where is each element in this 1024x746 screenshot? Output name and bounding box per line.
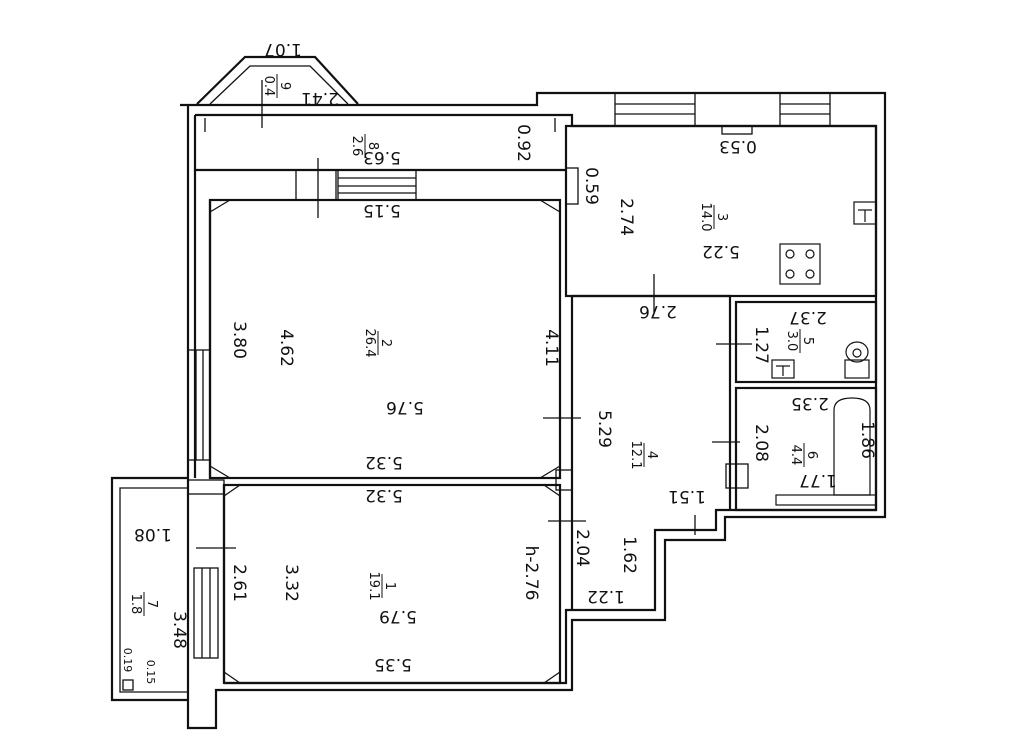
- room-number: 5: [800, 337, 815, 345]
- dim-room1-bottom: 5.35: [374, 654, 412, 674]
- room-number: 3: [714, 213, 729, 221]
- room-label-3: 314.0: [698, 203, 729, 232]
- dimension-labels: 1.07 2.41 5.63 0.92 5.15 3.80 4.62 4.11 …: [121, 39, 877, 684]
- dim-bath-width: 2.35: [791, 393, 829, 413]
- dim-room1-outer: 2.61: [229, 564, 249, 602]
- dim-room1-mid: 5.79: [379, 606, 417, 626]
- dim-wc-depth: 1.27: [751, 326, 771, 364]
- room-label-2: 226.4: [362, 329, 393, 358]
- room-number: 7: [144, 600, 159, 608]
- room-area: 4.4: [788, 445, 803, 466]
- room-area: 3.0: [784, 331, 799, 352]
- room-area: 0.4: [261, 76, 276, 97]
- room-area: 26.4: [362, 329, 377, 358]
- outer-walls: [180, 91, 887, 730]
- room-area: 12.1: [628, 441, 643, 470]
- dim-hall-bottom: 1.22: [587, 586, 625, 606]
- dim-loggia7-small-a: 0.19: [121, 648, 134, 673]
- hall-outline: [570, 294, 749, 610]
- dim-loggia7-length: 3.48: [169, 611, 189, 649]
- room-number: 6: [804, 451, 819, 459]
- dim-room1-left: 3.32: [281, 564, 301, 602]
- dim-kitchen-pillar: 0.59: [581, 167, 601, 205]
- dim-room2-left: 4.62: [276, 329, 296, 367]
- room-label-6: 64.4: [788, 443, 819, 467]
- room-area: 19.1: [366, 572, 381, 601]
- dim-loggia7-small-b: 0.15: [144, 660, 157, 685]
- dim-ceiling-height: h-2.76: [521, 546, 541, 601]
- room-number: 2: [378, 339, 393, 347]
- dim-hall-side: 1.62: [619, 536, 639, 574]
- room-label-8: 82.6: [349, 134, 380, 158]
- dim-bath-bottom: 1.77: [799, 470, 837, 490]
- dim-room2-right: 4.11: [541, 329, 561, 367]
- dim-kitchen-niche: 0.53: [719, 136, 757, 156]
- room-number: 4: [644, 451, 659, 459]
- room-label-7: 71.8: [128, 592, 159, 616]
- room-area: 1.8: [128, 594, 143, 615]
- room-1-outline: [187, 469, 586, 685]
- dim-room1-top: 5.32: [365, 485, 403, 505]
- room-labels: 119.1 226.4 314.0 412.1 53.0 64.4 71.8 82.6 90.4: [128, 74, 819, 616]
- loggia-8: [204, 118, 556, 218]
- dim-hall-step: 1.51: [668, 486, 706, 506]
- loggia-7: [110, 476, 188, 702]
- dim-hall-lower: 2.04: [572, 529, 592, 567]
- dim-room2-bottom: 5.32: [365, 452, 403, 472]
- dim-hall-top: 2.76: [639, 301, 677, 321]
- room-area: 14.0: [698, 203, 713, 232]
- room-area: 2.6: [349, 136, 364, 157]
- room-label-4: 412.1: [628, 441, 659, 470]
- dim-hall-length: 5.29: [594, 410, 614, 448]
- room-label-9: 90.4: [261, 74, 292, 98]
- wc-outline: [716, 300, 878, 384]
- room-2-outline: [187, 198, 581, 480]
- dim-kitchen-depth: 2.74: [616, 198, 636, 236]
- bay-window: [196, 55, 359, 128]
- dim-room2-outer: 3.80: [229, 321, 249, 359]
- dim-room2-top: 5.15: [363, 200, 401, 220]
- dim-bath-tub: 1.86: [857, 421, 877, 459]
- kitchen-outline: [564, 92, 878, 312]
- dim-bay-width: 1.07: [264, 39, 302, 59]
- dim-bay-diag: 2.41: [301, 88, 339, 108]
- dim-loggia8-depth: 0.92: [513, 124, 533, 162]
- dim-bath-depth: 2.08: [751, 424, 771, 462]
- dim-wc-width: 2.37: [789, 307, 827, 327]
- room-label-5: 53.0: [784, 329, 815, 353]
- room-number: 8: [365, 142, 380, 150]
- dim-loggia7-width: 1.08: [134, 524, 172, 544]
- room-number: 1: [382, 582, 397, 590]
- bathroom-outline: [734, 386, 878, 512]
- room-label-1: 119.1: [366, 572, 397, 601]
- dim-loggia8-length: 5.63: [363, 147, 401, 167]
- dim-room2-mid: 5.76: [386, 397, 424, 417]
- dim-kitchen-length: 5.22: [702, 241, 740, 261]
- room-number: 9: [277, 82, 292, 90]
